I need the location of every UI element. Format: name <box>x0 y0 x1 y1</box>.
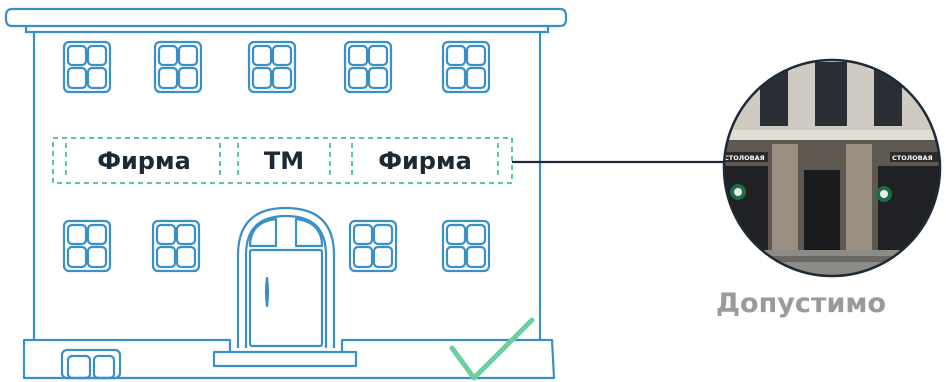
sign-label-firm-right: Фирма <box>378 147 472 175</box>
upper-windows <box>62 40 491 94</box>
sign-label-tm: ТМ <box>264 147 304 175</box>
building-walls <box>32 32 542 340</box>
sign-label-firm-left: Фирма <box>97 147 191 175</box>
building-base <box>22 338 556 380</box>
entrance-door <box>236 206 336 348</box>
photo-sign-left: СТОЛОВАЯ <box>724 154 765 162</box>
check-icon <box>449 317 535 381</box>
storefront-photo: СТОЛОВАЯ СТОЛОВАЯ <box>722 58 942 278</box>
sign-band <box>52 137 513 184</box>
building-roof <box>4 7 568 34</box>
caption-allowed: Допустимо <box>716 288 887 319</box>
photo-sign-right: СТОЛОВАЯ <box>892 154 933 162</box>
